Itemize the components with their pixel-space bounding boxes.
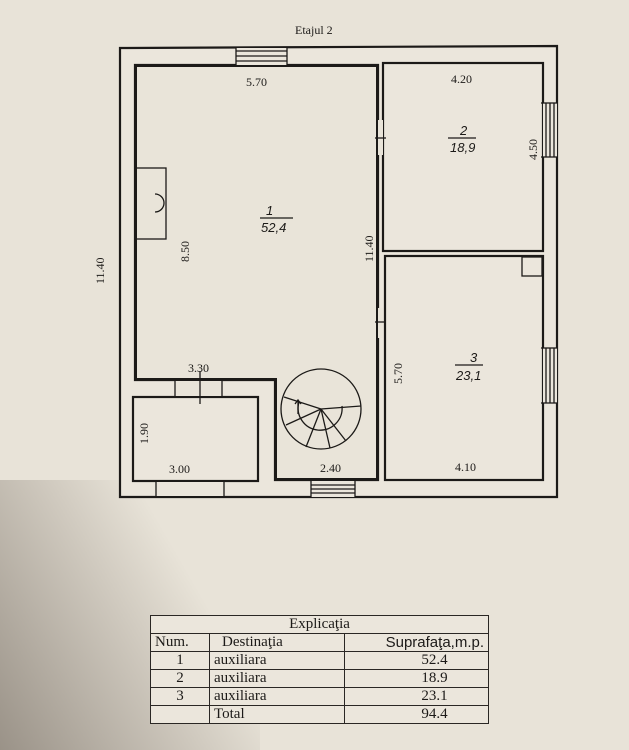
- fireplace-icon: [135, 167, 167, 240]
- cell-area: 94.4: [344, 705, 489, 724]
- dim-stair-width: 2.40: [320, 461, 341, 475]
- window-right-upper: [541, 102, 557, 158]
- dim-left-total: 11.40: [93, 257, 107, 284]
- dim-room2-right: 4.50: [526, 139, 540, 160]
- room-area: 23,1: [455, 368, 481, 383]
- door-room-2: [375, 120, 386, 155]
- room-number: 2: [459, 123, 468, 138]
- room-1-label: 1 52,4: [260, 203, 293, 235]
- cell-num: 3: [150, 687, 210, 706]
- header-num: Num.: [150, 633, 210, 652]
- cell-area: 18.9: [344, 669, 489, 688]
- window-bottom: [310, 481, 356, 497]
- room-area: 18,9: [450, 140, 475, 155]
- room-area: 52,4: [261, 220, 286, 235]
- window-right-lower: [541, 347, 557, 404]
- small-room-outline: [131, 395, 260, 483]
- plan-title: Etajul 2: [295, 23, 333, 37]
- legend-table: Explicaţia Num. Destinaţia Suprafaţa,m.p…: [150, 615, 489, 724]
- dim-middle-total: 11.40: [362, 235, 376, 262]
- spiral-staircase-icon: [280, 368, 362, 450]
- cell-destination: auxiliara: [209, 669, 345, 688]
- dim-top-room1: 5.70: [246, 75, 267, 89]
- header-area: Suprafaţa,m.p.: [344, 633, 489, 652]
- window-top: [235, 48, 288, 65]
- dim-top-room2: 4.20: [451, 72, 472, 86]
- room-number: 1: [266, 203, 273, 218]
- legend-title: Explicaţia: [150, 615, 489, 634]
- cell-destination: auxiliara: [209, 687, 345, 706]
- cell-destination: auxiliara: [209, 651, 345, 670]
- door-room-3: [375, 308, 386, 338]
- dim-room1-height: 8.50: [178, 241, 192, 262]
- opening-bottom-left: [155, 481, 225, 497]
- room-2-label: 2 18,9: [448, 123, 476, 155]
- door-small-room: [174, 371, 223, 404]
- cell-num: 1: [150, 651, 210, 670]
- room-1-outline: [135, 65, 378, 480]
- room-number: 3: [470, 350, 478, 365]
- header-destination: Destinaţia: [209, 633, 345, 652]
- cell-area: 23.1: [344, 687, 489, 706]
- room-3-label: 3 23,1: [455, 350, 483, 383]
- cell-destination: Total: [209, 705, 345, 724]
- chimney-box: [521, 256, 543, 277]
- cell-num: 2: [150, 669, 210, 688]
- dim-small-height: 1.90: [137, 423, 151, 444]
- room-2-outline: [381, 61, 545, 253]
- dim-room3-bottom: 4.10: [455, 460, 476, 474]
- dim-room3-left: 5.70: [391, 363, 405, 384]
- cell-area: 52.4: [344, 651, 489, 670]
- room-3-outline: [383, 254, 545, 482]
- dim-hall-width: 3.30: [188, 361, 209, 375]
- cell-num: [150, 705, 210, 724]
- dim-small-width: 3.00: [169, 462, 190, 476]
